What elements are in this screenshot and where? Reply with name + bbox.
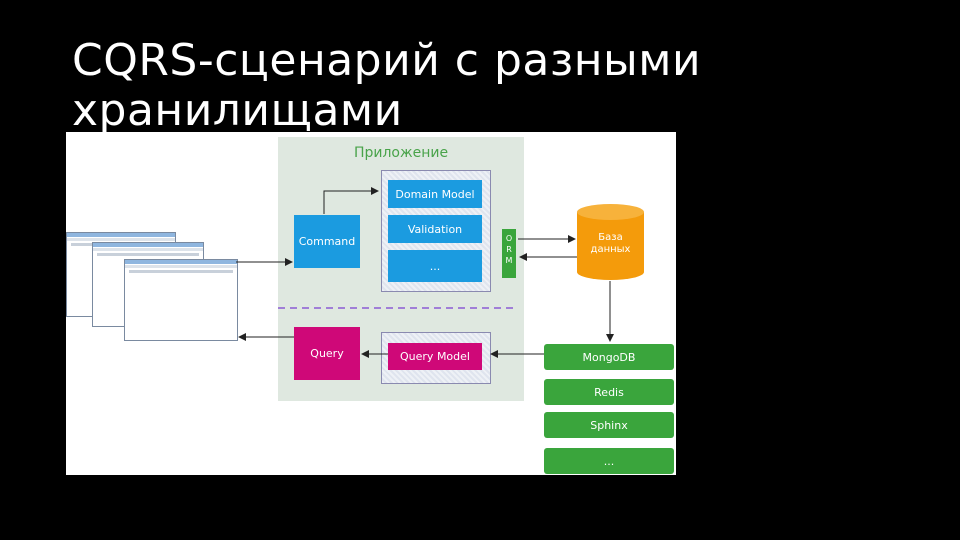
store-redis: Redis <box>544 379 674 405</box>
query-block: Query <box>294 327 360 380</box>
slide-title: CQRS-сценарий с разными хранилищами <box>72 35 702 136</box>
database-label-line-2: данных <box>590 244 631 255</box>
cqrs-diagram: Приложение Command Domain Model Validati… <box>66 132 676 475</box>
validation-block: Validation <box>388 215 482 243</box>
orm-letter-r: R <box>506 245 512 254</box>
domain-model-block: Domain Model <box>388 180 482 208</box>
diagram-connectors <box>236 187 614 358</box>
database-label: База данных <box>577 232 644 256</box>
orm-block: O R M <box>502 229 516 278</box>
query-model-block: Query Model <box>388 343 482 370</box>
database-label-line-1: База <box>598 232 623 243</box>
store-more: ... <box>544 448 674 474</box>
orm-letter-m: M <box>505 256 513 265</box>
application-label: Приложение <box>353 145 449 161</box>
browser-window-3 <box>124 259 238 341</box>
arrow-command-to-domain-model <box>323 187 379 214</box>
command-more-block: ... <box>388 250 482 282</box>
store-mongodb: MongoDB <box>544 344 674 370</box>
store-sphinx: Sphinx <box>544 412 674 438</box>
orm-letter-o: O <box>505 234 513 243</box>
database-cylinder-icon <box>577 204 644 280</box>
command-block: Command <box>294 215 360 268</box>
